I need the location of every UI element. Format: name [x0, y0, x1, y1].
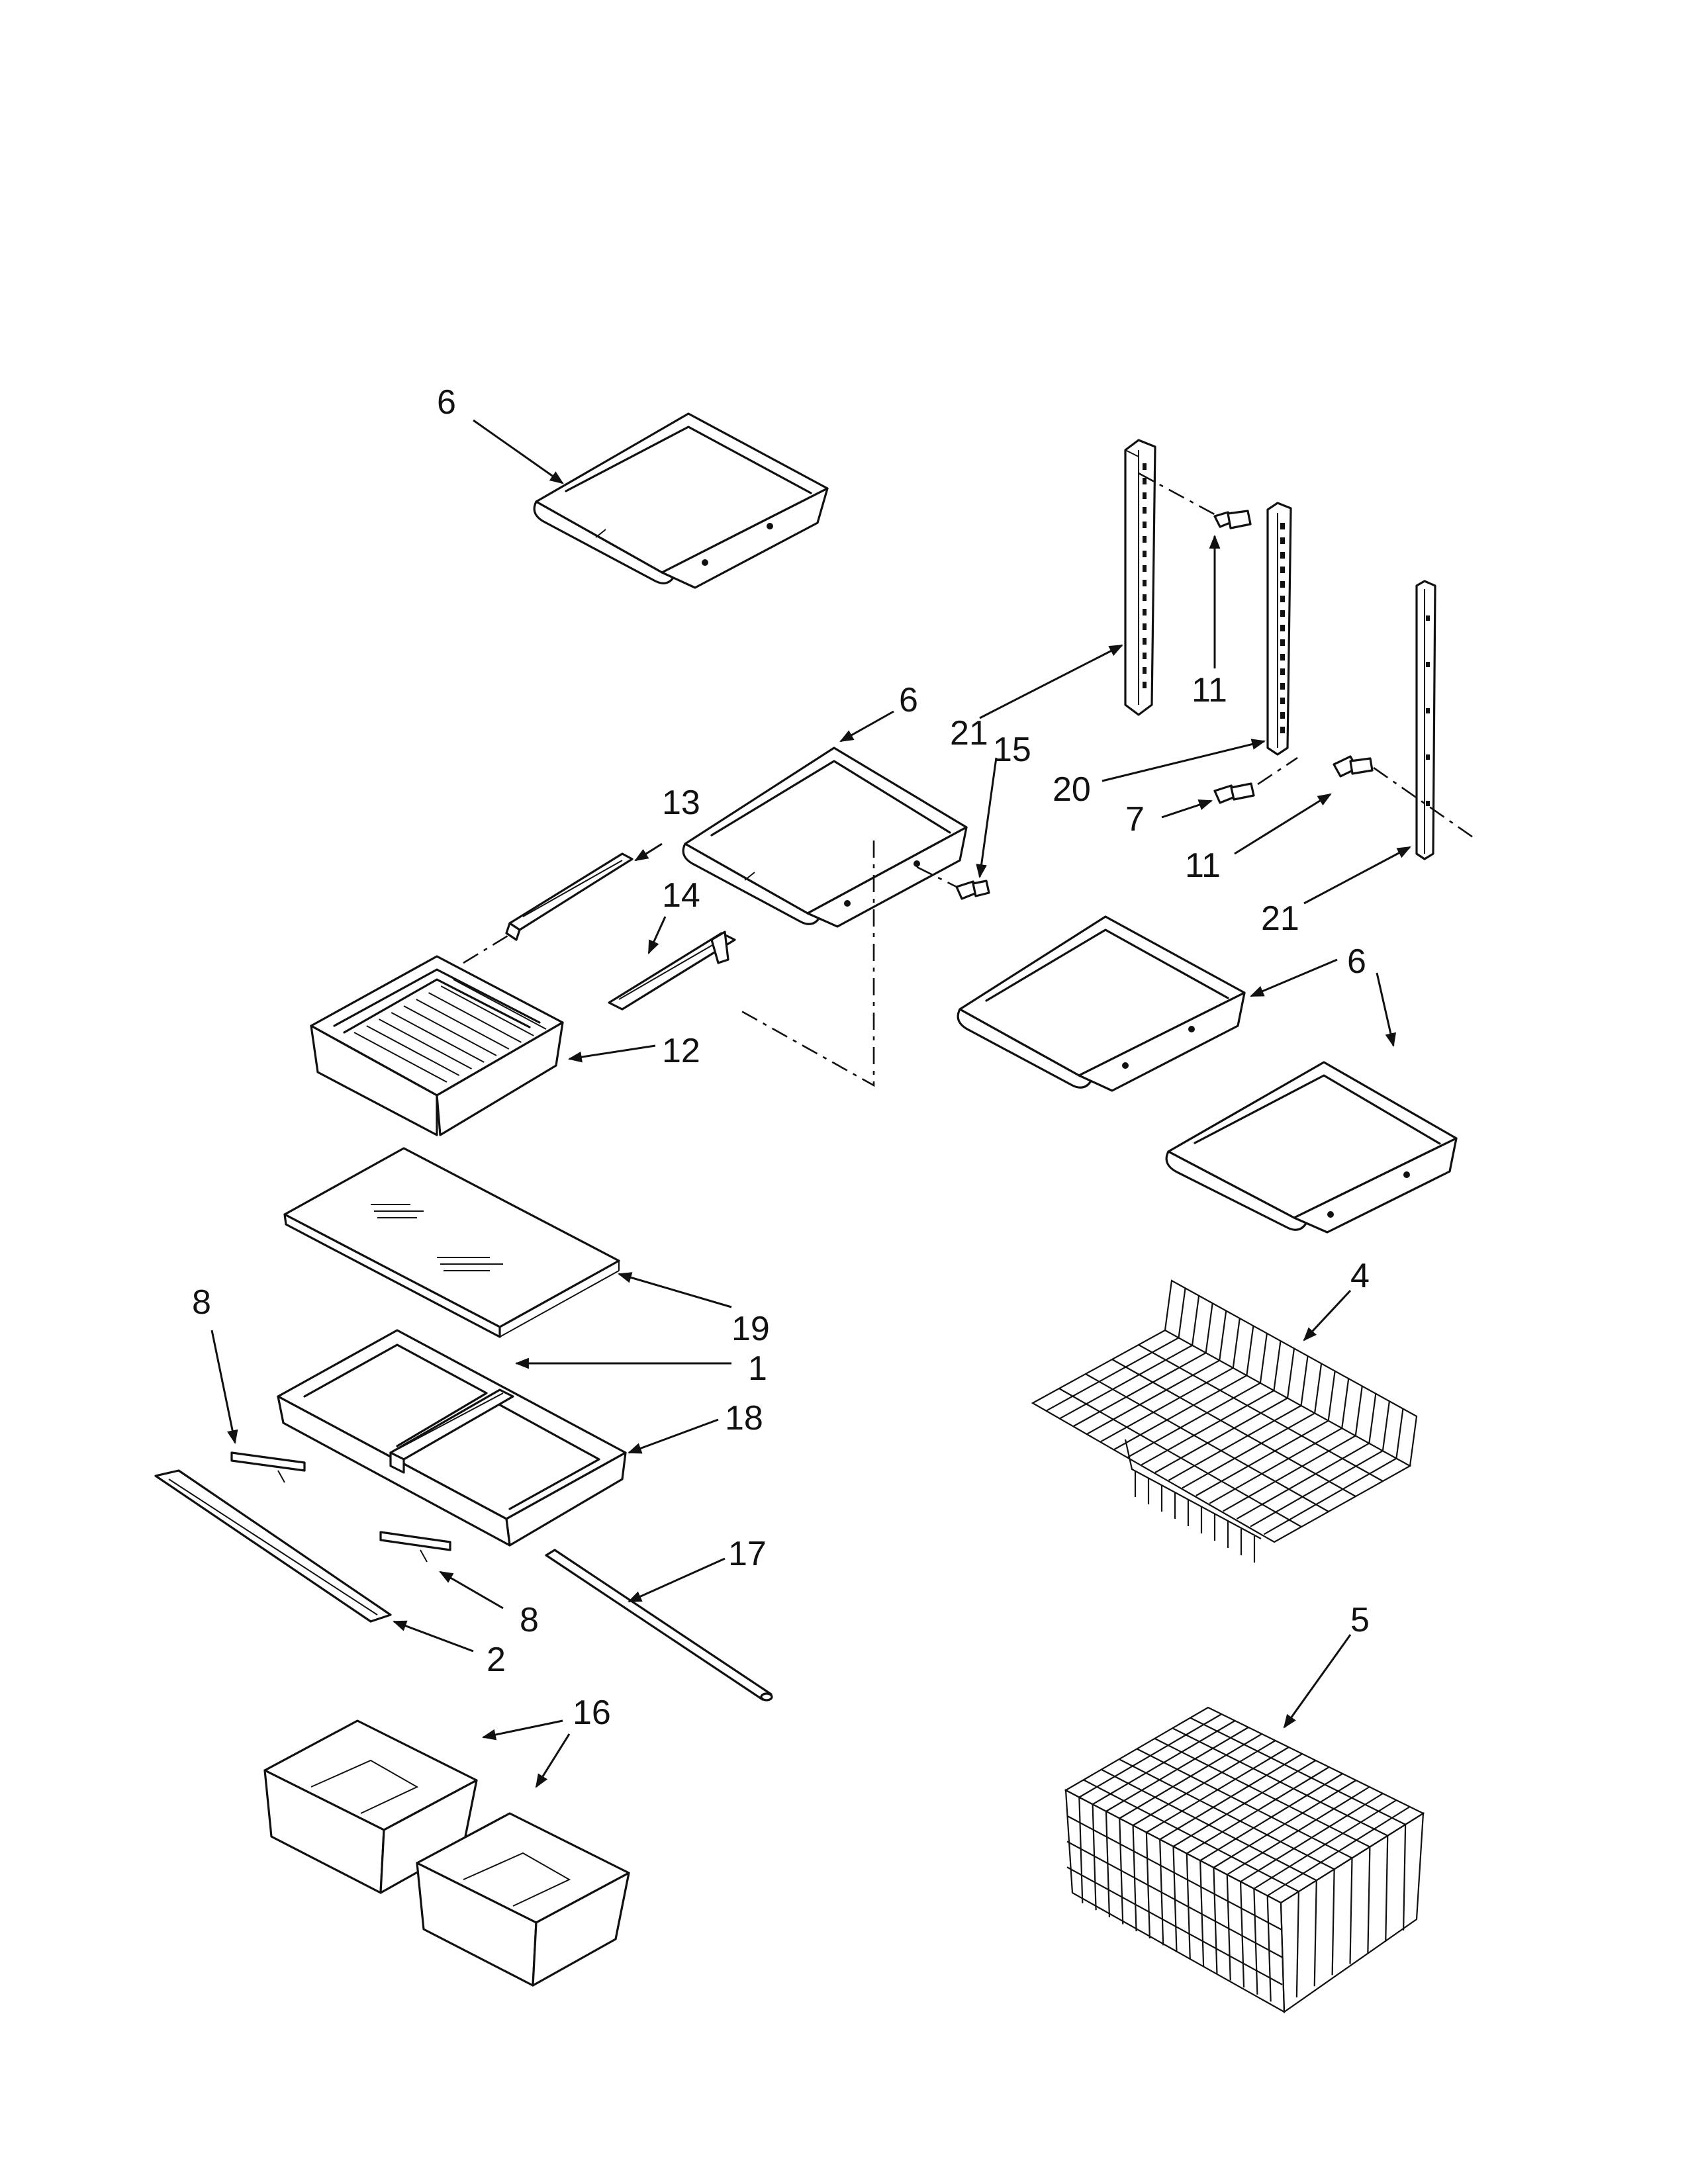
screw-7: [1213, 782, 1255, 804]
shelf-rail-21-left: [1124, 439, 1156, 716]
callout-11-upper: 11: [1192, 671, 1227, 709]
callout-17: 17: [728, 1535, 767, 1573]
callout-1: 1: [748, 1349, 767, 1388]
callout-8-right: 8: [520, 1601, 539, 1639]
bracket-8-right: [379, 1531, 451, 1563]
callout-6-right-upper: 6: [1347, 942, 1366, 981]
callout-11-lower: 11: [1185, 846, 1221, 885]
callout-6-top: 6: [437, 383, 456, 422]
callout-4: 4: [1350, 1257, 1370, 1295]
drawer-12-ribs: [353, 979, 547, 1083]
bracket-8-left: [230, 1451, 306, 1483]
shelf-rail-21-right: [1415, 580, 1436, 860]
slide-13: [505, 852, 633, 941]
callout-12: 12: [662, 1032, 700, 1070]
callout-20: 20: [1053, 770, 1091, 809]
wire-basket-5-bars: [1066, 1713, 1411, 2002]
bin-16-right: [416, 1812, 630, 1987]
wire-basket-5: [1064, 1706, 1425, 2014]
shelf-middle: [682, 747, 968, 928]
callout-8-left: 8: [192, 1283, 211, 1322]
rod-17: [545, 1549, 773, 1702]
callout-15: 15: [993, 731, 1031, 769]
shelf-rail-20: [1266, 502, 1292, 756]
leader-lines: [211, 419, 1411, 1788]
screw-11-lower: [1333, 755, 1374, 778]
rail-slots: [1143, 463, 1430, 806]
callout-16: 16: [573, 1694, 611, 1732]
callout-19: 19: [731, 1310, 770, 1348]
wire-shelf-4-bars: [1046, 1288, 1404, 1563]
callout-18: 18: [725, 1399, 763, 1437]
callout-labels: 6 6 21 11 15 20 7 11 21 13 14 6 12 19 1 …: [192, 383, 1370, 1732]
callout-14: 14: [662, 876, 700, 915]
slide-1: [389, 1388, 514, 1474]
screw-11-upper: [1213, 510, 1252, 529]
callout-6-middle: 6: [899, 681, 918, 719]
callout-21-right: 21: [1261, 899, 1299, 938]
screw-15: [955, 880, 990, 900]
callout-21-left: 21: [950, 714, 988, 752]
callout-2: 2: [487, 1641, 506, 1679]
shelf-top: [533, 412, 829, 589]
cover-2: [154, 1469, 392, 1623]
bin-16-left: [263, 1719, 478, 1894]
slide-14: [608, 931, 736, 1011]
callout-5: 5: [1350, 1601, 1370, 1639]
shelf-right-lower: [1165, 1061, 1458, 1234]
glass-shelf-19: [283, 1147, 620, 1338]
callout-13: 13: [662, 784, 700, 822]
crisper-drawer-12: [310, 955, 564, 1136]
callout-7: 7: [1125, 800, 1145, 839]
shelf-right-upper: [957, 915, 1246, 1092]
